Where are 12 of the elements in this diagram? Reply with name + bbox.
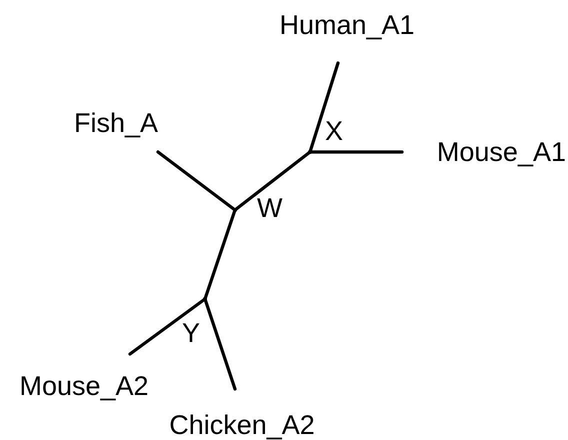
tree-branch (233, 150, 312, 212)
taxon-label: Fish_A (74, 110, 158, 137)
taxon-label: Human_A1 (279, 12, 415, 39)
node-label: Y (182, 320, 200, 347)
node-label: W (257, 195, 282, 222)
tree-branch (156, 150, 237, 212)
branch-point (203, 297, 207, 301)
taxon-label: Mouse_A2 (19, 373, 149, 400)
tree-branch (128, 297, 207, 356)
taxon-label: Chicken_A2 (169, 412, 315, 439)
node-label: X (325, 118, 344, 145)
taxon-label: Mouse_A1 (436, 138, 566, 166)
